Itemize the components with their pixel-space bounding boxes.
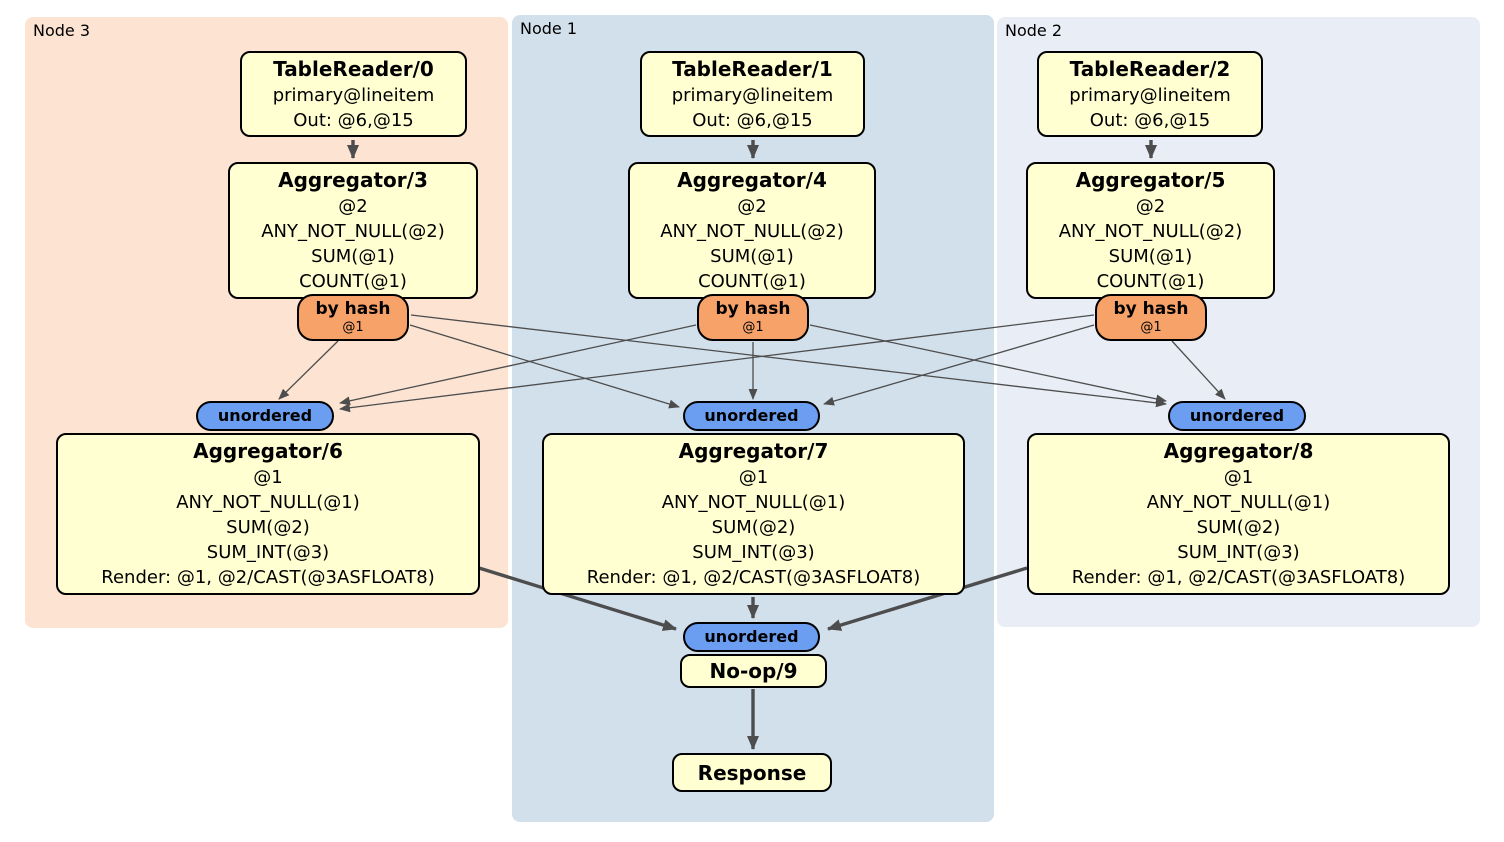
processor-detail: Out: @6,@15 (692, 110, 813, 131)
node-label: Node 2 (1005, 21, 1063, 40)
processor-detail: @1 (253, 467, 283, 488)
table-reader-0-box: TableReader/0 primary@lineitem Out: @6,@… (240, 51, 467, 137)
processor-detail: ANY_NOT_NULL(@1) (661, 492, 846, 513)
processor-detail: ANY_NOT_NULL(@1) (176, 492, 360, 513)
processor-title: TableReader/2 (1069, 57, 1231, 81)
aggregator-8-box: Aggregator/8 @1 ANY_NOT_NULL(@1) SUM(@2)… (1027, 433, 1450, 595)
router-detail: @1 (742, 320, 764, 335)
processor-detail: SUM_INT(@3) (206, 542, 330, 563)
processor-detail: COUNT(@1) (698, 271, 806, 292)
flow-edge (478, 566, 677, 631)
processor-detail: SUM(@2) (711, 517, 796, 538)
router-label: by hash (715, 299, 791, 319)
node-label: Node 1 (520, 19, 578, 38)
processor-detail: @1 (1223, 467, 1254, 488)
processor-detail: primary@lineitem (272, 85, 435, 106)
processor-title: TableReader/1 (672, 57, 833, 81)
stream-unordered-2: unordered (1168, 401, 1306, 431)
aggregator-6-box: Aggregator/6 @1 ANY_NOT_NULL(@1) SUM(@2)… (56, 433, 480, 595)
processor-detail: ANY_NOT_NULL(@2) (660, 221, 844, 242)
processor-detail: @1 (738, 467, 769, 488)
router-edge (339, 314, 1095, 413)
processor-detail: ANY_NOT_NULL(@2) (261, 221, 445, 242)
processor-detail: ANY_NOT_NULL(@1) (1146, 492, 1331, 513)
node-label: Node 3 (33, 21, 91, 40)
processor-detail: Render: @1, @2/CAST(@3ASFLOAT8) (586, 567, 921, 588)
processor-detail: Render: @1, @2/CAST(@3ASFLOAT8) (1071, 567, 1406, 588)
router-label: by hash (315, 299, 391, 319)
processor-detail: COUNT(@1) (299, 271, 407, 292)
processor-detail: primary@lineitem (1069, 85, 1231, 106)
router-detail: @1 (342, 320, 364, 335)
aggregator-5-box: Aggregator/5 @2 ANY_NOT_NULL(@2) SUM(@1)… (1026, 162, 1275, 299)
processor-detail: Render: @1, @2/CAST(@3ASFLOAT8) (101, 567, 435, 588)
processor-title: Aggregator/6 (193, 439, 343, 463)
router-edge (410, 314, 1167, 408)
processor-detail: SUM(@1) (1108, 246, 1193, 267)
router-by-hash-1: by hash @1 (697, 294, 809, 341)
table-reader-1-box: TableReader/1 primary@lineitem Out: @6,@… (640, 51, 865, 137)
stream-unordered-1: unordered (683, 401, 820, 431)
aggregator-3-box: Aggregator/3 @2 ANY_NOT_NULL(@2) SUM(@1)… (228, 162, 478, 299)
stream-label: unordered (217, 406, 313, 425)
noop-box: No-op/9 (680, 654, 827, 688)
processor-title: Aggregator/4 (677, 168, 827, 192)
router-edge (339, 324, 697, 406)
processor-detail: Out: @6,@15 (293, 110, 414, 131)
processor-detail: primary@lineitem (671, 85, 834, 106)
processor-detail: SUM(@1) (311, 246, 395, 267)
processor-title: Aggregator/3 (278, 168, 428, 192)
processor-detail: @2 (1135, 196, 1166, 217)
router-edge (809, 324, 1167, 404)
stream-label: unordered (704, 627, 799, 646)
processor-detail: SUM(@1) (710, 246, 794, 267)
processor-detail: SUM_INT(@3) (692, 542, 815, 563)
table-reader-2-box: TableReader/2 primary@lineitem Out: @6,@… (1037, 51, 1263, 137)
processor-detail: SUM(@2) (1196, 517, 1281, 538)
stream-label: unordered (704, 406, 799, 425)
processor-title: Aggregator/8 (1163, 439, 1314, 463)
processor-detail: @2 (338, 196, 368, 217)
flow-edge (827, 566, 1028, 631)
processor-title: Aggregator/7 (678, 439, 829, 463)
processor-detail: ANY_NOT_NULL(@2) (1058, 221, 1243, 242)
router-edge (409, 324, 680, 409)
response-box: Response (672, 753, 832, 792)
processor-detail: COUNT(@1) (1096, 271, 1205, 292)
processor-title: Aggregator/5 (1075, 168, 1226, 192)
stream-unordered-sink: unordered (683, 622, 820, 652)
router-edge (1171, 340, 1226, 400)
processor-title: Response (697, 760, 807, 785)
router-by-hash-2: by hash @1 (1095, 294, 1207, 341)
router-label: by hash (1113, 299, 1189, 319)
router-by-hash-0: by hash @1 (297, 294, 409, 341)
processor-detail: SUM_INT(@3) (1177, 542, 1300, 563)
router-edge (278, 340, 339, 400)
stream-label: unordered (1189, 406, 1285, 425)
aggregator-7-box: Aggregator/7 @1 ANY_NOT_NULL(@1) SUM(@2)… (542, 433, 965, 595)
processor-detail: Out: @6,@15 (1089, 110, 1211, 131)
aggregator-4-box: Aggregator/4 @2 ANY_NOT_NULL(@2) SUM(@1)… (628, 162, 876, 299)
processor-title: TableReader/0 (273, 57, 434, 81)
stream-unordered-0: unordered (196, 401, 334, 431)
router-edge (823, 324, 1095, 406)
processor-title: No-op/9 (709, 659, 798, 683)
processor-detail: @2 (737, 196, 767, 217)
router-detail: @1 (1140, 320, 1162, 335)
processor-detail: SUM(@2) (226, 517, 310, 538)
